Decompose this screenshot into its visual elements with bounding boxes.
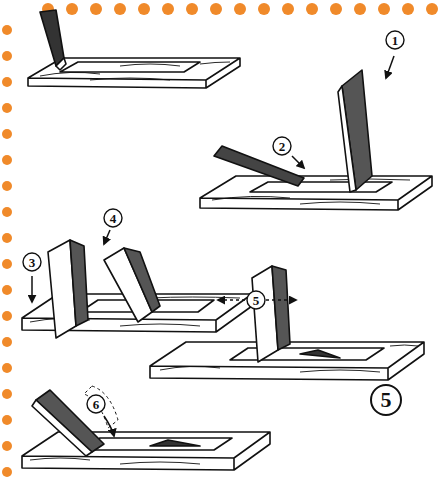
dot-border <box>2 3 438 477</box>
figure-number: 5 <box>381 389 392 411</box>
callout-number: 2 <box>279 140 286 153</box>
callout-number: 1 <box>392 34 399 47</box>
callout-number: 6 <box>93 398 100 411</box>
callout-number: 5 <box>253 294 260 307</box>
callout-number: 4 <box>110 212 117 225</box>
callout-number: 3 <box>29 256 36 269</box>
